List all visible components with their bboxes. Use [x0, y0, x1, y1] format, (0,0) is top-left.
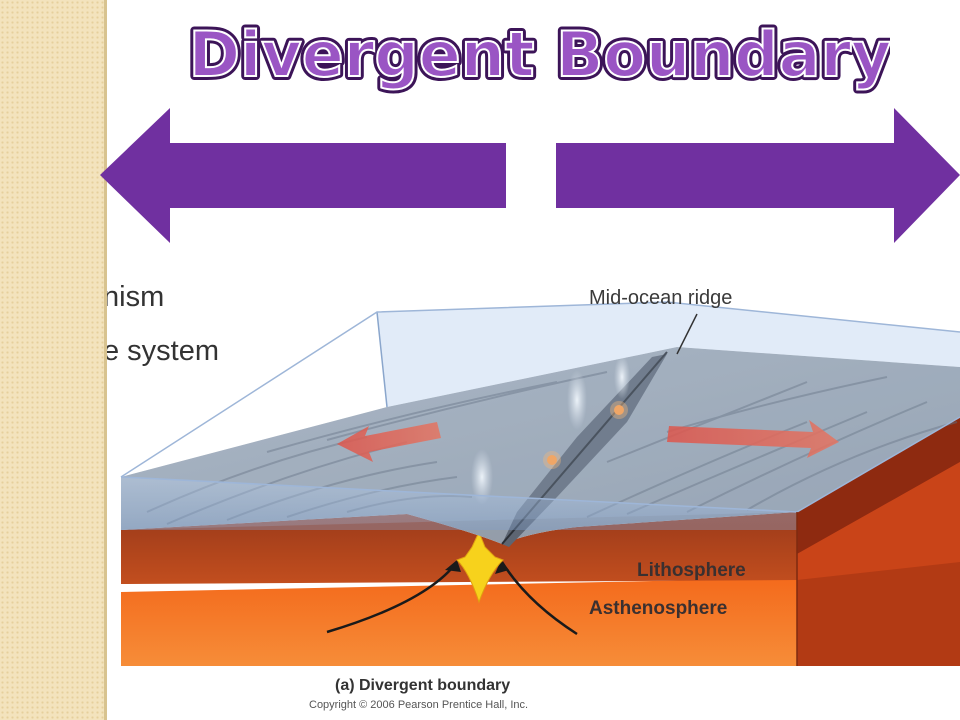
- lava-vent: [547, 455, 557, 465]
- slide-title-text: Divergent Boundary: [190, 18, 890, 91]
- ocean-water-front: [121, 477, 797, 530]
- slide-sidebar-pattern: [0, 0, 104, 720]
- slide-title: Divergent Boundary Divergent Boundary: [190, 14, 890, 94]
- ridge-label: Mid-ocean ridge: [589, 287, 732, 309]
- steam-plume: [614, 355, 630, 399]
- ocean-water-back: [377, 302, 960, 407]
- spreading-arrow-left-icon: [337, 422, 441, 462]
- lithosphere-label: Lithosphere: [637, 560, 746, 581]
- spreading-arrow-right-icon: [667, 420, 839, 458]
- slide-title-outline: Divergent Boundary: [190, 18, 890, 91]
- steam-plume: [471, 449, 493, 505]
- ridge-leader-line: [676, 313, 698, 355]
- left-arrow-icon: [100, 108, 506, 243]
- divergent-boundary-diagram: nism e system Mid-ocean ridge Lithospher…: [107, 281, 960, 720]
- convection-arrow-left-icon: [326, 561, 458, 634]
- right-arrow-icon: [556, 108, 960, 243]
- asthenosphere-label: Asthenosphere: [589, 598, 727, 619]
- steam-plume: [567, 370, 587, 430]
- diagram-caption: (a) Divergent boundary: [335, 677, 510, 694]
- copyright-notice: Copyright © 2006 Pearson Prentice Hall, …: [309, 699, 528, 711]
- cutoff-text-line-1: nism: [107, 281, 164, 313]
- cutoff-text-line-2: e system: [107, 335, 219, 367]
- lava-vent: [614, 405, 624, 415]
- sidebar-divider: [104, 0, 107, 720]
